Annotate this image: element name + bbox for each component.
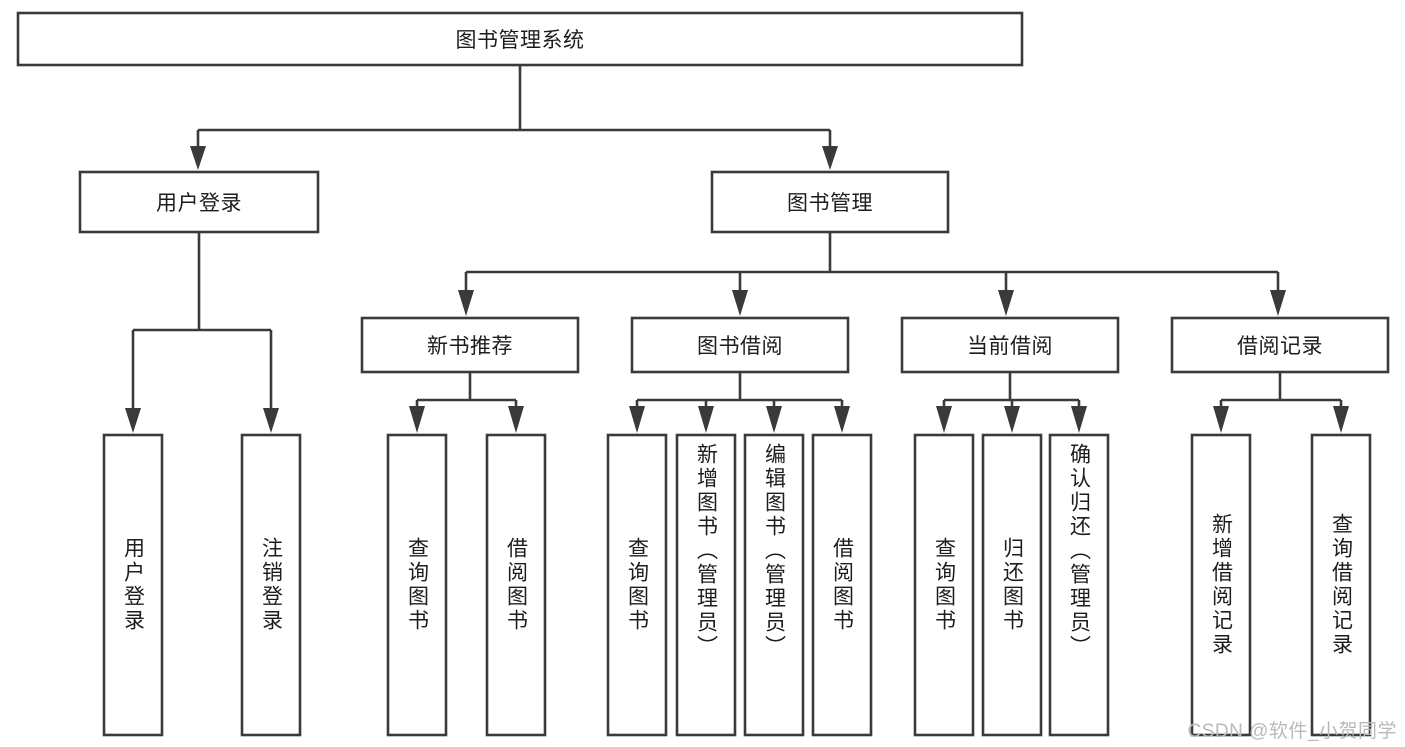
node-box-book-borrow[interactable] [630, 316, 850, 374]
leaf-box-query-book-current[interactable] [913, 433, 975, 737]
arrowhead-newbook-leaf-1 [409, 406, 425, 433]
node-box-current-borrow[interactable] [900, 316, 1120, 374]
node-box-root[interactable] [16, 11, 1024, 67]
csdn-watermark: CSDN @软件_小贺同学 [1187, 721, 1397, 742]
arrowhead-borrow-leaf-3 [766, 406, 782, 433]
node-box-new-book-recommend[interactable] [360, 316, 580, 374]
leaf-box-query-borrow-record[interactable] [1310, 433, 1372, 737]
leaf-box-query-book-newbook[interactable] [386, 433, 448, 737]
leaf-box-confirm-return-admin[interactable] [1048, 433, 1110, 737]
arrowhead-borrow-leaf-4 [834, 406, 850, 433]
node-box-user-login[interactable] [78, 170, 320, 234]
arrowhead-borrow-record [1270, 290, 1286, 316]
node-box-book-management[interactable] [710, 170, 950, 234]
arrowhead-book-borrow [732, 290, 748, 316]
arrowhead-new-book-recommend [458, 290, 474, 316]
arrowhead-borrow-leaf-2 [698, 406, 714, 433]
arrowhead-leaf-user-login [125, 408, 141, 433]
arrowhead-current-leaf-1 [936, 406, 952, 433]
leaf-box-add-book-admin[interactable] [675, 433, 737, 737]
arrowhead-leaf-logout [263, 408, 279, 433]
leaf-box-user-login[interactable] [102, 433, 164, 737]
arrowhead-borrow-leaf-1 [629, 406, 645, 433]
leaf-box-query-book-borrow[interactable] [606, 433, 668, 737]
arrowhead-current-leaf-3 [1071, 406, 1087, 433]
arrowhead-current-leaf-2 [1004, 406, 1020, 433]
leaf-box-add-borrow-record[interactable] [1190, 433, 1252, 737]
leaf-box-edit-book-admin[interactable] [743, 433, 805, 737]
arrowhead-record-leaf-1 [1213, 406, 1229, 433]
node-box-borrow-record[interactable] [1170, 316, 1390, 374]
arrowhead-newbook-leaf-2 [508, 406, 524, 433]
arrowhead-current-borrow [998, 290, 1014, 316]
leaf-box-borrow-book-newbook[interactable] [485, 433, 547, 737]
leaf-box-logout[interactable] [240, 433, 302, 737]
arrowhead-record-leaf-2 [1333, 406, 1349, 433]
leaf-box-return-book[interactable] [981, 433, 1043, 737]
arrowhead-book-mgmt [822, 146, 838, 170]
arrowhead-user-login [190, 146, 206, 170]
leaf-box-borrow-book[interactable] [811, 433, 873, 737]
